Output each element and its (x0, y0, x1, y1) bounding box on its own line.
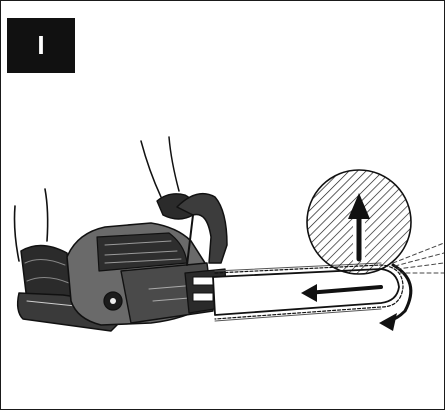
projection-lines (392, 242, 444, 274)
operator-leg (13, 188, 74, 309)
chain-direction-arrow (301, 284, 383, 302)
step-label: I (7, 18, 75, 73)
kickback-rotation-arrow (379, 263, 413, 331)
kickback-zone-circle (306, 169, 412, 275)
